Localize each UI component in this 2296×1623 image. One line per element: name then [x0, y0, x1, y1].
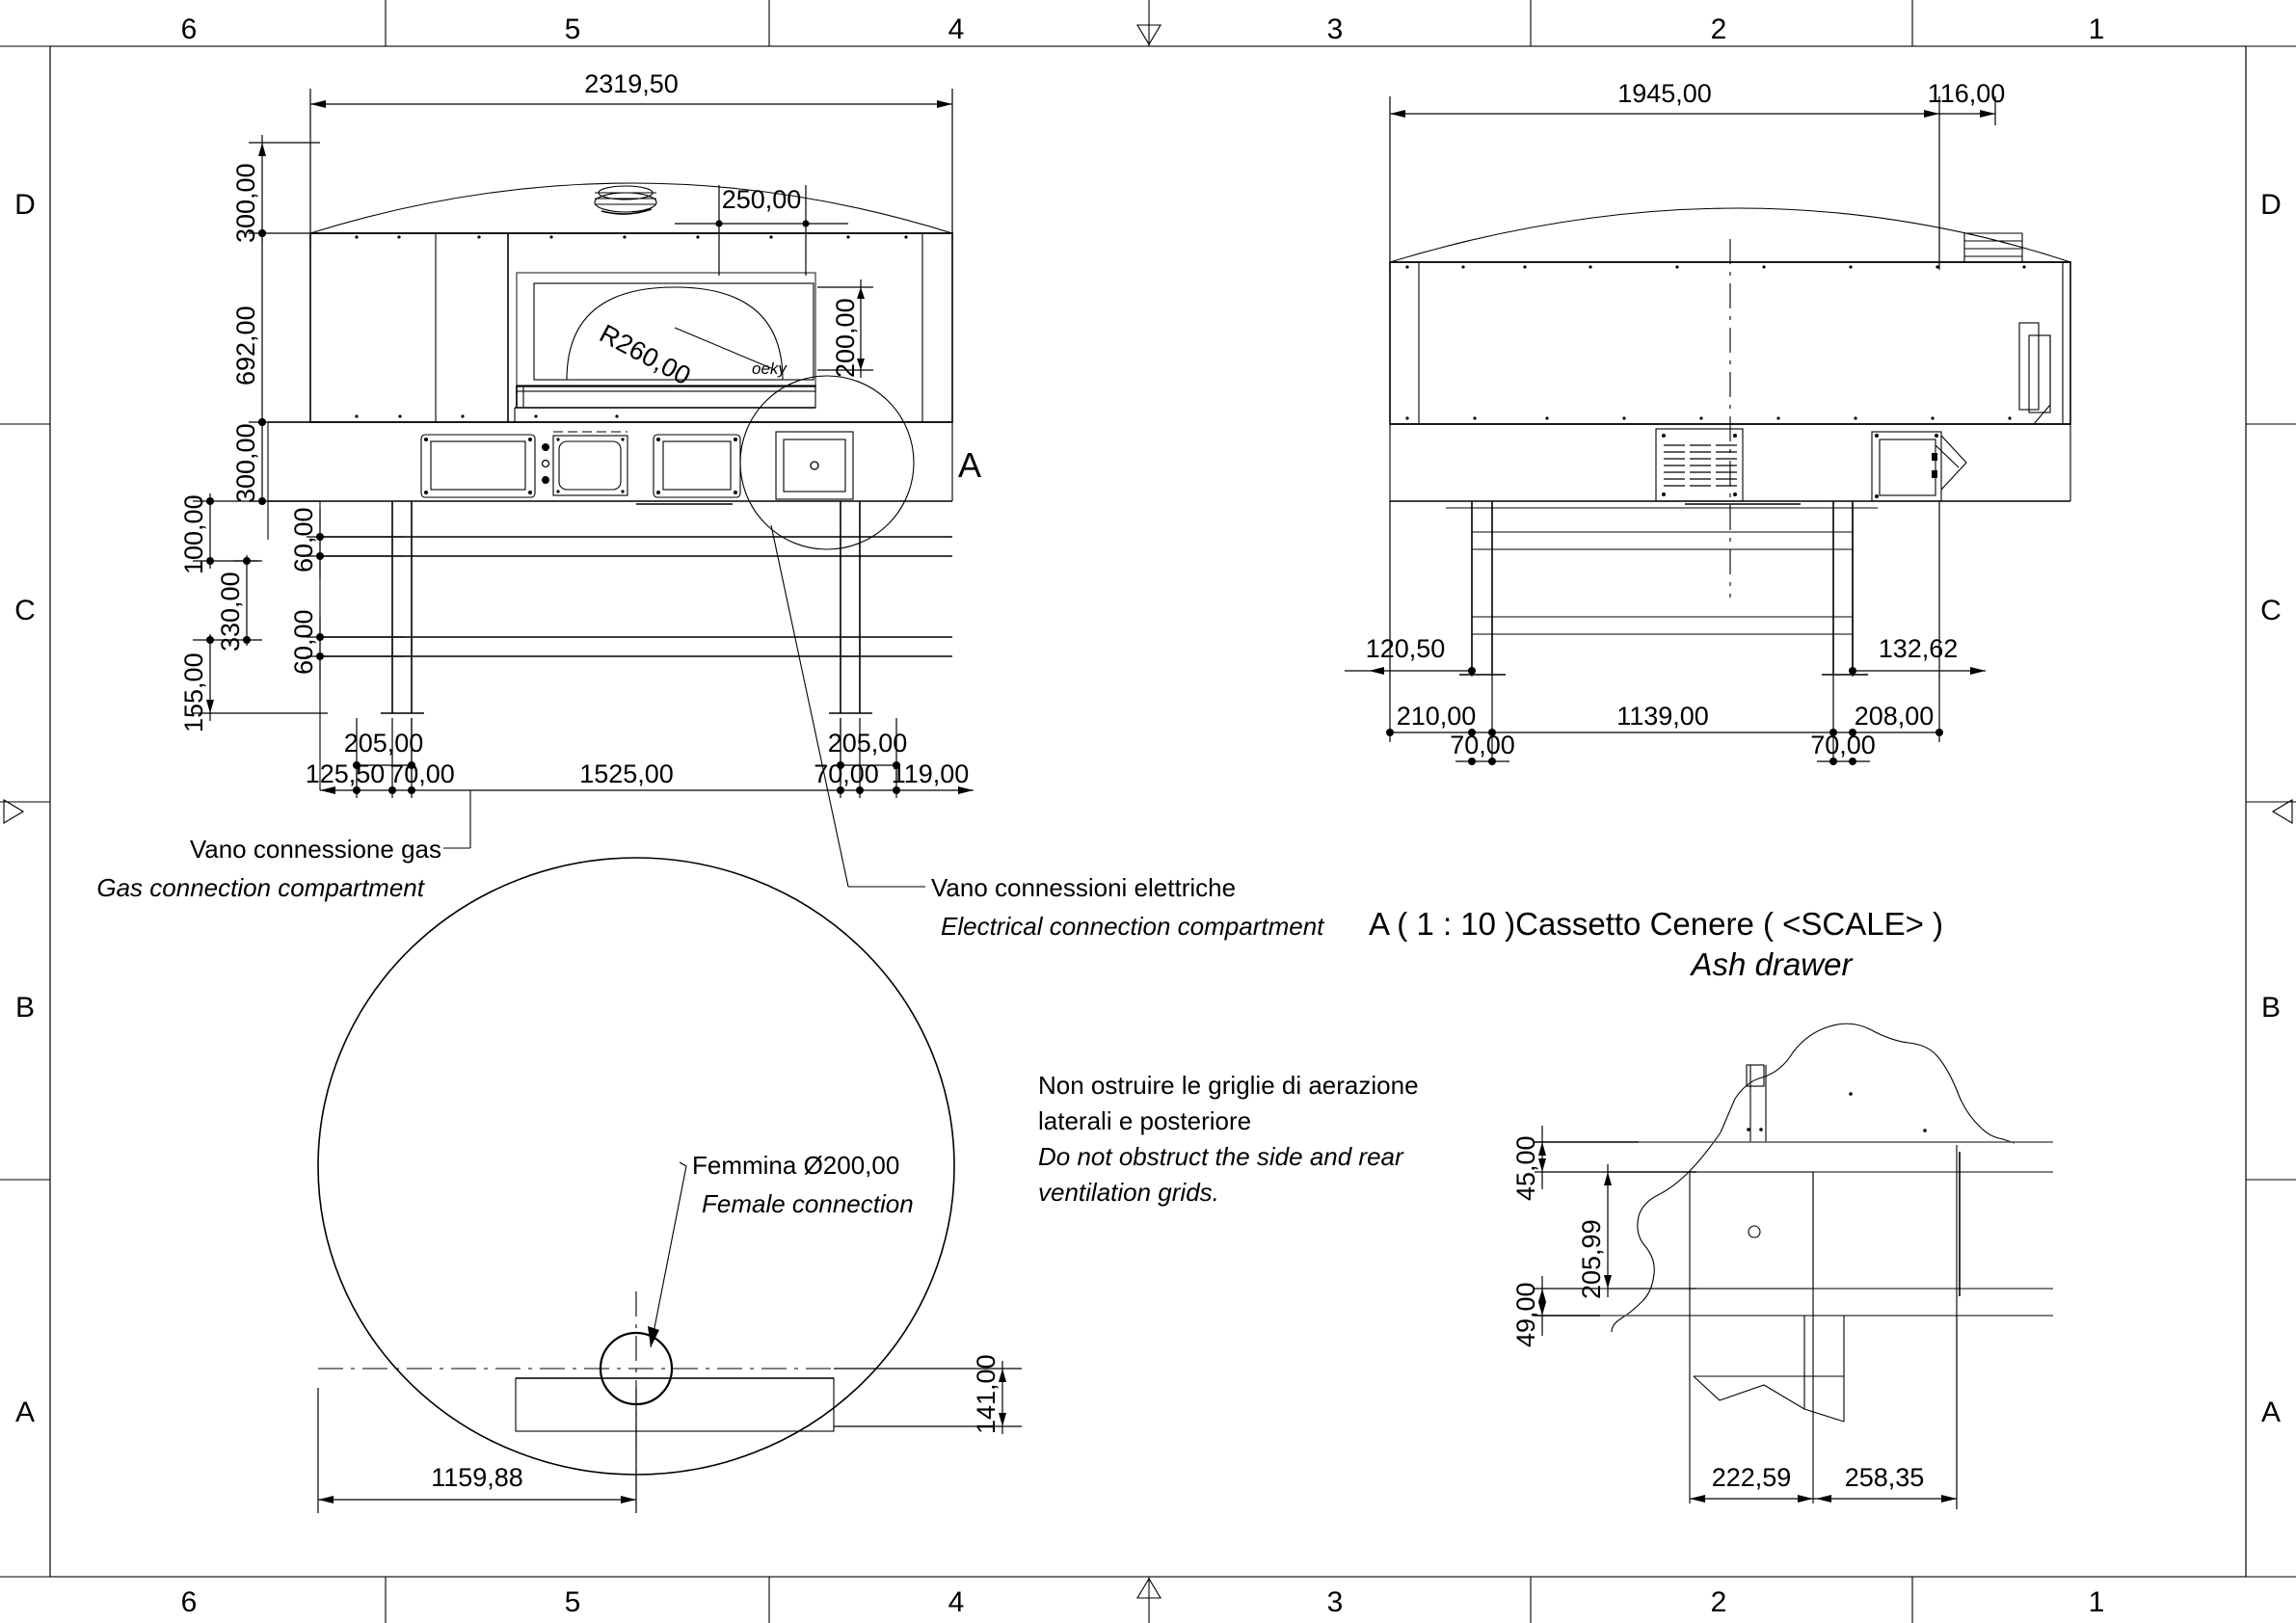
zone-top-1: 1 [2089, 13, 2105, 45]
dim-mouth-width-group: 250,00 [675, 185, 848, 276]
warning-it-line2: laterali e posteriore [1038, 1106, 1251, 1135]
warning-it-line1: Non ostruire le griglie di aerazione [1038, 1071, 1419, 1100]
dim-overall-width: 2319,50 [584, 69, 679, 98]
zone-left-D: D [14, 189, 36, 221]
dim-foot-left-70: 70,00 [1450, 731, 1515, 759]
dim-right-119: 119,00 [892, 759, 970, 788]
zone-bottom-1: 1 [2089, 1586, 2105, 1618]
dim-foot-60-b: 60,00 [289, 609, 318, 675]
dim-panel-height: 300,00 [231, 423, 260, 503]
zone-bottom-4: 4 [948, 1586, 965, 1618]
dim-left-210: 210,00 [1397, 702, 1477, 731]
ash-drawer-detail: 45,00 205,99 49,00 222,59 258,35 [1511, 1023, 2053, 1509]
warning-block: Non ostruire le griglie di aerazione lat… [1038, 1071, 1419, 1207]
right-access-panel [653, 434, 741, 498]
dim-right-70: 70,00 [814, 759, 879, 788]
dim-leg-330: 330,00 [216, 572, 245, 652]
side-view [1389, 207, 2071, 676]
dim-left-205: 205,00 [344, 729, 424, 758]
detail-label-a: A [958, 445, 981, 485]
dim-width-1159: 1159,88 [431, 1463, 523, 1492]
electrical-connection-panel [775, 431, 854, 500]
callout-electrical-en: Electrical connection compartment [941, 912, 1325, 941]
dim-right-132: 132,62 [1879, 634, 1959, 663]
zone-top-2: 2 [1711, 13, 1727, 45]
dim-height-205: 205,99 [1577, 1219, 1606, 1299]
zone-top-6: 6 [181, 13, 198, 45]
dim-foot-right-70: 70,00 [1810, 731, 1876, 759]
dim-body-height: 692,00 [231, 306, 260, 386]
dim-roof-height: 300,00 [231, 163, 260, 243]
side-view-dimensions: 1945,00 116,00 120,50 132,62 210,00 [1345, 79, 2005, 765]
dim-rear-offset: 116,00 [1928, 79, 2006, 108]
dim-foot-60-a: 60,00 [289, 507, 318, 572]
zone-bottom-6: 6 [181, 1586, 198, 1618]
detail-circle-a [739, 375, 915, 550]
dim-mouth-height: 200,00 [831, 298, 860, 378]
zone-left-A: A [15, 1397, 35, 1428]
front-view: R260,00 oeky 250,00 200,00 [267, 182, 981, 888]
zone-right-B: B [2261, 992, 2281, 1024]
zone-left-C: C [14, 595, 36, 626]
dim-right-208: 208,00 [1855, 702, 1935, 731]
callout-gas-it: Vano connessione gas [190, 835, 441, 864]
zone-bottom-2: 2 [1711, 1586, 1727, 1618]
dim-leg-155: 155,00 [179, 652, 208, 732]
zone-right-D: D [2260, 189, 2282, 221]
dim-left-120: 120,50 [1366, 634, 1446, 663]
zone-bottom-3: 3 [1327, 1586, 1344, 1618]
rear-projection [2018, 322, 2051, 425]
front-view-dimensions: 2319,50 300,00 692,00 300,00 100,00 [179, 69, 974, 798]
callout-gas-en: Gas connection compartment [96, 873, 425, 902]
zone-right-A: A [2261, 1397, 2281, 1428]
dim-depth: 1945,00 [1617, 79, 1712, 108]
zone-top-3: 3 [1327, 13, 1344, 45]
brand-logo: oeky [752, 359, 788, 378]
callout-electrical-it: Vano connessioni elettriche [931, 873, 1236, 902]
callout-female-en: Female connection [702, 1189, 914, 1218]
center-control-panel [541, 431, 628, 496]
chimney-cap-icon [594, 185, 657, 215]
dim-left-125: 125,50 [306, 759, 386, 788]
detail-title-en: Ash drawer [1690, 946, 1855, 982]
zone-top-4: 4 [948, 13, 965, 45]
callout-electrical: Vano connessioni elettriche Electrical c… [848, 873, 1325, 941]
dim-span-1525: 1525,00 [579, 759, 674, 788]
rear-flue-block [1963, 232, 2023, 262]
zone-right-C: C [2260, 595, 2282, 626]
dim-leg-100: 100,00 [179, 494, 208, 574]
detail-title-it: A ( 1 : 10 )Cassetto Cenere ( <SCALE> ) [1369, 906, 1943, 942]
dim-left-70: 70,00 [389, 759, 455, 788]
detail-bubble-large: Femmina Ø200,00 Female connection 141,00… [317, 857, 1022, 1513]
dim-center-1139: 1139,00 [1616, 702, 1709, 731]
side-access-panel [1871, 431, 1967, 502]
ventilation-grid [1655, 428, 1744, 502]
dim-bottom-49: 49,00 [1511, 1282, 1540, 1347]
dim-height-141: 141,00 [972, 1354, 1001, 1434]
drawer-knob-icon [1748, 1225, 1761, 1238]
detail-a-title: A ( 1 : 10 )Cassetto Cenere ( <SCALE> ) … [1369, 906, 1943, 982]
warning-en-line1: Do not obstruct the side and rear [1038, 1142, 1404, 1171]
callout-gas: Vano connessione gas Gas connection comp… [96, 790, 471, 902]
gas-connection-panel [420, 434, 536, 498]
callout-female-it: Femmina Ø200,00 [692, 1151, 899, 1180]
zone-top-5: 5 [565, 13, 581, 45]
warning-en-line2: ventilation grids. [1038, 1178, 1219, 1207]
dim-right-205: 205,00 [828, 729, 908, 758]
dim-left-222: 222,59 [1712, 1463, 1792, 1492]
zone-bottom-5: 5 [565, 1586, 581, 1618]
dim-top-45: 45,00 [1511, 1135, 1540, 1201]
dim-mouth-height-group: 200,00 [817, 279, 873, 378]
dim-right-258: 258,35 [1845, 1463, 1925, 1492]
dim-mouth-width: 250,00 [722, 185, 802, 214]
zone-left-B: B [15, 992, 35, 1024]
